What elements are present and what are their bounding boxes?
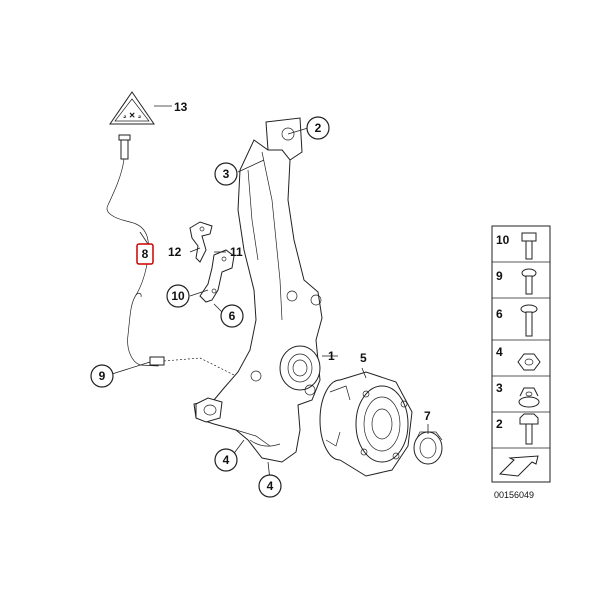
washer-screw-icon xyxy=(520,304,538,337)
fastener-legend: 10 9 6 4 3 2 xyxy=(491,225,551,483)
callout-2-label: 2 xyxy=(315,121,322,135)
callout-3: 3 xyxy=(214,162,238,186)
nut-icon xyxy=(517,353,541,371)
callout-7: 7 xyxy=(424,409,431,423)
callout-12: 12 xyxy=(168,245,182,259)
collar-nut xyxy=(413,431,443,465)
flange-nut-icon xyxy=(518,387,540,408)
hex-bolt-icon xyxy=(519,413,539,445)
callout-10-label: 10 xyxy=(171,289,185,303)
direction-arrow-icon xyxy=(498,455,539,477)
callout-8-highlight: 8 xyxy=(136,243,154,265)
diagram-number: 00156049 xyxy=(494,490,534,500)
legend-label-2: 2 xyxy=(496,417,503,431)
legend-label-3: 3 xyxy=(496,381,503,395)
callout-1: 1 xyxy=(328,349,335,363)
callout-11: 11 xyxy=(230,245,243,259)
legend-label-6: 6 xyxy=(496,307,503,321)
legend-label-10: 10 xyxy=(496,233,510,247)
leader-lines xyxy=(111,105,429,481)
callout-3-label: 3 xyxy=(223,167,230,181)
callout-5: 5 xyxy=(360,351,367,365)
callout-9: 9 xyxy=(90,364,114,388)
callout-2: 2 xyxy=(306,116,330,140)
svg-text:₂ ✕ ₂: ₂ ✕ ₂ xyxy=(123,111,142,120)
callout-13: 13 xyxy=(174,100,188,114)
sensor-brackets xyxy=(189,221,235,303)
callout-6-label: 6 xyxy=(229,309,236,323)
callout-4-upper-label: 4 xyxy=(223,453,230,467)
callout-6: 6 xyxy=(220,304,244,328)
callout-10: 10 xyxy=(166,284,190,308)
warning-label-part-13: ₂ ✕ ₂ xyxy=(109,91,155,125)
legend-label-9: 9 xyxy=(496,269,503,283)
steering-knuckle xyxy=(193,117,323,463)
callout-4-upper: 4 xyxy=(214,448,238,472)
callout-8-label: 8 xyxy=(142,247,149,261)
legend-label-4: 4 xyxy=(496,345,503,359)
callout-4-lower-label: 4 xyxy=(267,479,274,493)
screw-icon xyxy=(521,268,537,295)
wheel-hub xyxy=(319,371,413,477)
callout-9-label: 9 xyxy=(99,369,106,383)
callout-4-lower: 4 xyxy=(258,474,282,498)
bolt-icon xyxy=(521,232,537,260)
